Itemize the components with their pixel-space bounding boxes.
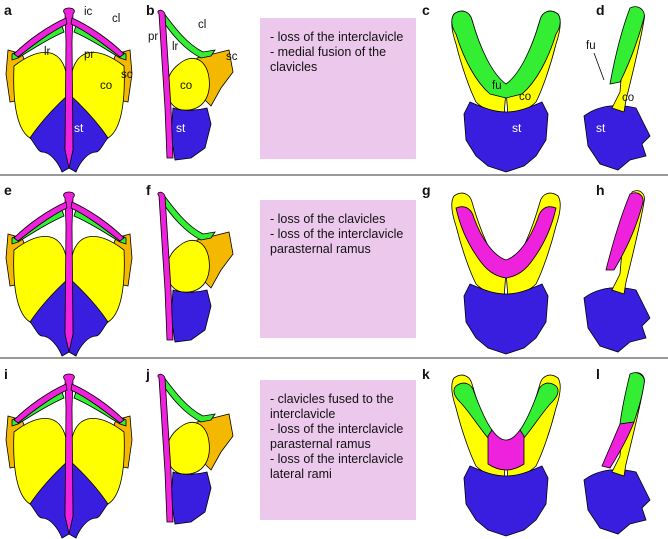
note-line: - medial fusion of the clavicles	[270, 45, 387, 74]
label-lr: lr	[172, 41, 179, 53]
panel-letter: l	[596, 366, 600, 382]
note-line: - loss of the interclavicle parasternal …	[270, 422, 404, 451]
note-line: - clavicles fused to the interclavicle	[270, 392, 394, 421]
label-st: st	[176, 121, 186, 135]
note-line: - loss of the interclavicle	[270, 30, 404, 44]
panel-letter: d	[596, 2, 605, 18]
label-cl: cl	[198, 19, 206, 31]
panel-l-drawing	[583, 372, 651, 535]
panel-letter: f	[146, 182, 151, 198]
label-fu: fu	[586, 40, 596, 52]
label-pr: pr	[84, 49, 94, 61]
panel-c-drawing	[451, 10, 561, 173]
panel-letter: a	[4, 2, 12, 18]
panel-letter: e	[4, 182, 12, 198]
panel-a-drawing	[5, 7, 133, 173]
label-co: co	[100, 80, 112, 92]
panel-d-drawing	[583, 6, 651, 171]
panel-b-drawing	[157, 9, 234, 161]
panel-i-drawing	[5, 373, 133, 539]
panel-g-drawing	[451, 192, 561, 355]
note-line: - loss of the interclavicle lateral rami	[270, 452, 404, 481]
panel-j-drawing	[157, 373, 234, 525]
label-st: st	[512, 121, 522, 135]
panel-f-drawing	[157, 191, 234, 343]
label-ic: ic	[84, 6, 93, 18]
panel-k-drawing	[451, 374, 561, 537]
label-lr: lr	[44, 46, 51, 58]
label-co: co	[519, 91, 531, 103]
note-box-row-3: - clavicles fused to the interclavicle -…	[260, 380, 416, 520]
label-sc: sc	[121, 69, 133, 81]
label-sc: sc	[226, 51, 238, 63]
label-pr: pr	[148, 31, 158, 43]
label-st: st	[596, 121, 606, 135]
panel-letter: h	[596, 182, 605, 198]
label-co: co	[622, 92, 634, 104]
panel-letter: g	[422, 182, 431, 198]
label-co: co	[180, 80, 192, 92]
panel-e-drawing	[5, 191, 133, 357]
panel-letter: k	[422, 366, 430, 382]
panel-h-drawing	[583, 190, 651, 353]
note-box-row-2: - loss of the clavicles - loss of the in…	[260, 200, 416, 338]
panel-letter: j	[145, 366, 150, 382]
label-cl: cl	[112, 13, 120, 25]
label-fu: fu	[492, 80, 502, 92]
note-box-row-1: - loss of the interclavicle - medial fus…	[260, 18, 416, 159]
panel-letter: c	[422, 2, 430, 18]
pointer-line	[593, 52, 605, 81]
panel-letter: b	[146, 2, 155, 18]
note-line: - loss of the clavicles	[270, 212, 386, 226]
note-line: - loss of the interclavicle parasternal …	[270, 227, 404, 256]
label-st: st	[74, 121, 84, 135]
panel-letter: i	[4, 366, 8, 382]
